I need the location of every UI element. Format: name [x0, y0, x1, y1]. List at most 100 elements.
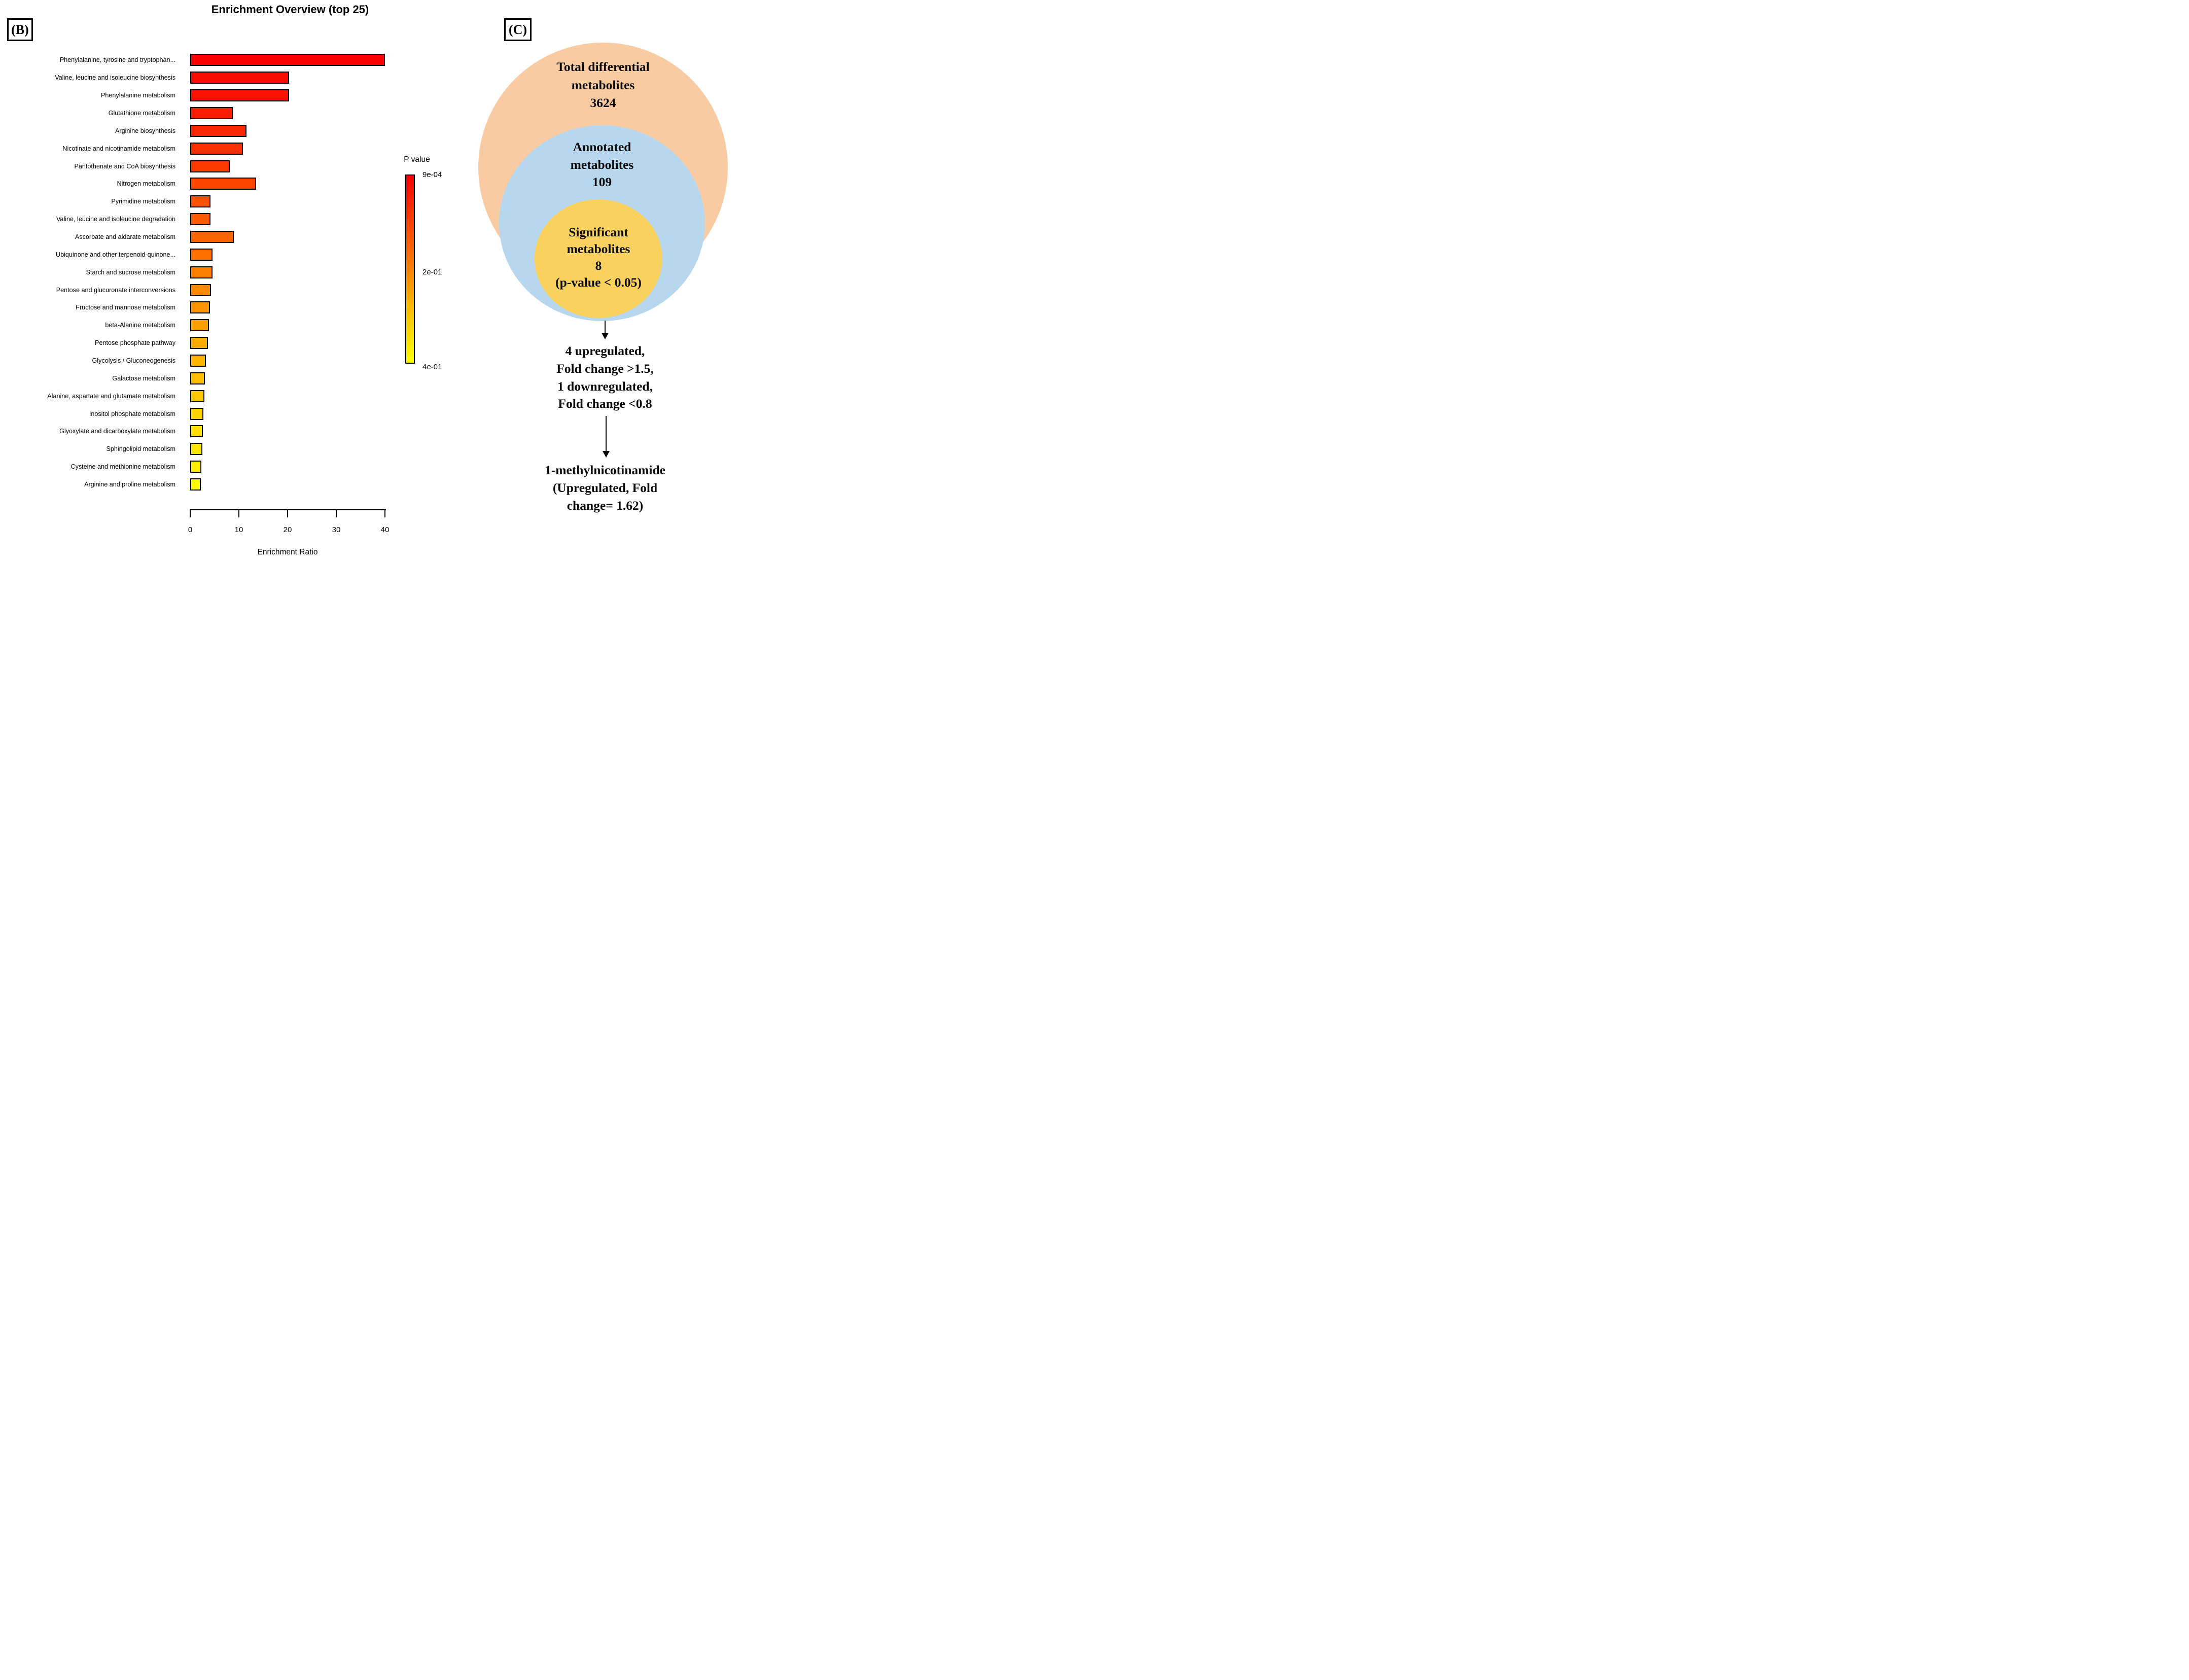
bar-label: Nitrogen metabolism: [117, 180, 176, 188]
bar-label: Fructose and mannose metabolism: [76, 304, 175, 311]
bar-label: Pantothenate and CoA biosynthesis: [74, 162, 175, 170]
flow-step1-line-3: 1 downregulated,: [557, 378, 653, 394]
bar-row: Nitrogen metabolism: [0, 175, 406, 193]
flow-step1-line-1: 4 upregulated,: [565, 343, 645, 358]
bar: [190, 478, 201, 491]
bar-row: Pentose and glucuronate interconversions: [0, 281, 406, 299]
bar-row: beta-Alanine metabolism: [0, 317, 406, 334]
venn-outer-line-2: metabolites: [571, 77, 635, 92]
x-tick-label: 10: [234, 526, 243, 534]
venn-inner-line-1: Significant: [569, 225, 628, 239]
bar-row: Pantothenate and CoA biosynthesis: [0, 157, 406, 175]
legend-gradient-bar: [405, 174, 415, 364]
bar: [190, 178, 256, 190]
bar-label: Valine, leucine and isoleucine degradati…: [56, 216, 175, 223]
bar-row: Fructose and mannose metabolism: [0, 299, 406, 317]
bar-row: Cysteine and methionine metabolism: [0, 458, 406, 476]
x-tick-mark: [238, 510, 240, 517]
bar-label: Ascorbate and aldarate metabolism: [75, 233, 175, 241]
bar-row: Glyoxylate and dicarboxylate metabolism: [0, 423, 406, 440]
venn-inner-line-4: (p-value < 0.05): [555, 275, 642, 290]
venn-middle-line-1: Annotated: [573, 139, 631, 154]
bar-label: Starch and sucrose metabolism: [86, 268, 175, 276]
bar-label: Glycolysis / Gluconeogenesis: [92, 357, 176, 365]
bar-label: Ubiquinone and other terpenoid-quinone..…: [56, 251, 175, 258]
venn-inner-line-3: 8: [595, 258, 602, 273]
panel-c-label-text: (C): [508, 22, 527, 37]
bar: [190, 284, 211, 296]
bar: [190, 407, 203, 420]
bar-label: Inositol phosphate metabolism: [89, 410, 175, 417]
bar: [190, 337, 208, 349]
bar-row: Glutathione metabolism: [0, 104, 406, 122]
chart-title: Enrichment Overview (top 25): [211, 3, 369, 16]
venn-outer-line-1: Total differential: [556, 59, 650, 74]
bar: [190, 443, 202, 456]
bar-label: Sphingolipid metabolism: [106, 445, 175, 453]
bar-label: Valine, leucine and isoleucine biosynthe…: [55, 74, 175, 82]
bar-row: Sphingolipid metabolism: [0, 440, 406, 458]
flow-step1-line-4: Fold change <0.8: [558, 396, 652, 411]
bar-label: Glyoxylate and dicarboxylate metabolism: [59, 428, 175, 435]
bar: [190, 107, 233, 119]
flow-step2-line-1: 1-methylnicotinamide: [545, 463, 665, 477]
bar-row: Arginine biosynthesis: [0, 122, 406, 139]
flow-step2-line-2: (Upregulated, Fold: [552, 480, 658, 495]
bar: [190, 195, 211, 208]
flow-step2-text: 1-methylnicotinamide (Upregulated, Fold …: [500, 462, 711, 514]
bar: [190, 142, 243, 155]
bar-row: Arginine and proline metabolism: [0, 476, 406, 494]
bar: [190, 425, 203, 438]
bar-row: Nicotinate and nicotinamide metabolism: [0, 139, 406, 157]
bar-row: Inositol phosphate metabolism: [0, 405, 406, 423]
bar: [190, 231, 234, 243]
x-tick-mark: [384, 510, 386, 517]
bar: [190, 124, 247, 137]
legend-label-bottom: 4e-01: [422, 363, 442, 371]
bar-row: Valine, leucine and isoleucine biosynthe…: [0, 69, 406, 87]
bar: [190, 372, 205, 384]
down-arrow-1: [604, 321, 606, 333]
bar: [190, 461, 202, 473]
x-tick-label: 40: [380, 526, 390, 534]
bar-label: Phenylalanine, tyrosine and tryptophan..…: [59, 56, 175, 64]
venn-inner-line-2: metabolites: [567, 241, 630, 256]
bar-row: Glycolysis / Gluconeogenesis: [0, 352, 406, 370]
legend-title: P value: [404, 155, 430, 164]
venn-middle-line-3: 109: [592, 174, 612, 189]
venn-inner-circle: [535, 199, 662, 318]
bar-chart: Phenylalanine, tyrosine and tryptophan..…: [0, 51, 406, 493]
x-axis-line: [190, 509, 386, 510]
bar: [190, 319, 209, 332]
venn-inner-text: Significant metabolites 8 (p-value < 0.0…: [535, 224, 662, 291]
bar-label: beta-Alanine metabolism: [105, 322, 175, 329]
bar-label: Glutathione metabolism: [108, 110, 175, 117]
x-tick-label: 20: [283, 526, 292, 534]
down-arrow-2: [605, 416, 607, 451]
bar-row: Galactose metabolism: [0, 369, 406, 387]
x-tick-label: 0: [188, 526, 193, 534]
bar-label: Pentose and glucuronate interconversions: [56, 286, 175, 294]
x-tick-mark: [335, 510, 337, 517]
flow-step1-text: 4 upregulated, Fold change >1.5, 1 downr…: [502, 342, 708, 413]
bar-row: Phenylalanine, tyrosine and tryptophan..…: [0, 51, 406, 69]
bar-label: Alanine, aspartate and glutamate metabol…: [47, 392, 175, 400]
bar: [190, 213, 211, 226]
bar-label: Nicotinate and nicotinamide metabolism: [62, 145, 175, 152]
down-arrow-2-head-icon: [603, 451, 610, 458]
bar: [190, 54, 385, 66]
bar: [190, 355, 206, 367]
bar: [190, 89, 289, 102]
bar-label: Arginine biosynthesis: [115, 127, 175, 134]
bar-row: Pyrimidine metabolism: [0, 193, 406, 211]
bar-label: Phenylalanine metabolism: [100, 92, 175, 99]
bar: [190, 390, 204, 402]
x-axis-title: Enrichment Ratio: [257, 548, 318, 556]
panel-b-label: (B): [7, 18, 33, 41]
bar: [190, 72, 289, 84]
bar-row: Phenylalanine metabolism: [0, 87, 406, 104]
venn-middle-text: Annotated metabolites 109: [499, 138, 705, 191]
bar-row: Ubiquinone and other terpenoid-quinone..…: [0, 246, 406, 263]
bar-label: Cysteine and methionine metabolism: [70, 463, 175, 471]
bar-label: Pyrimidine metabolism: [111, 198, 175, 205]
